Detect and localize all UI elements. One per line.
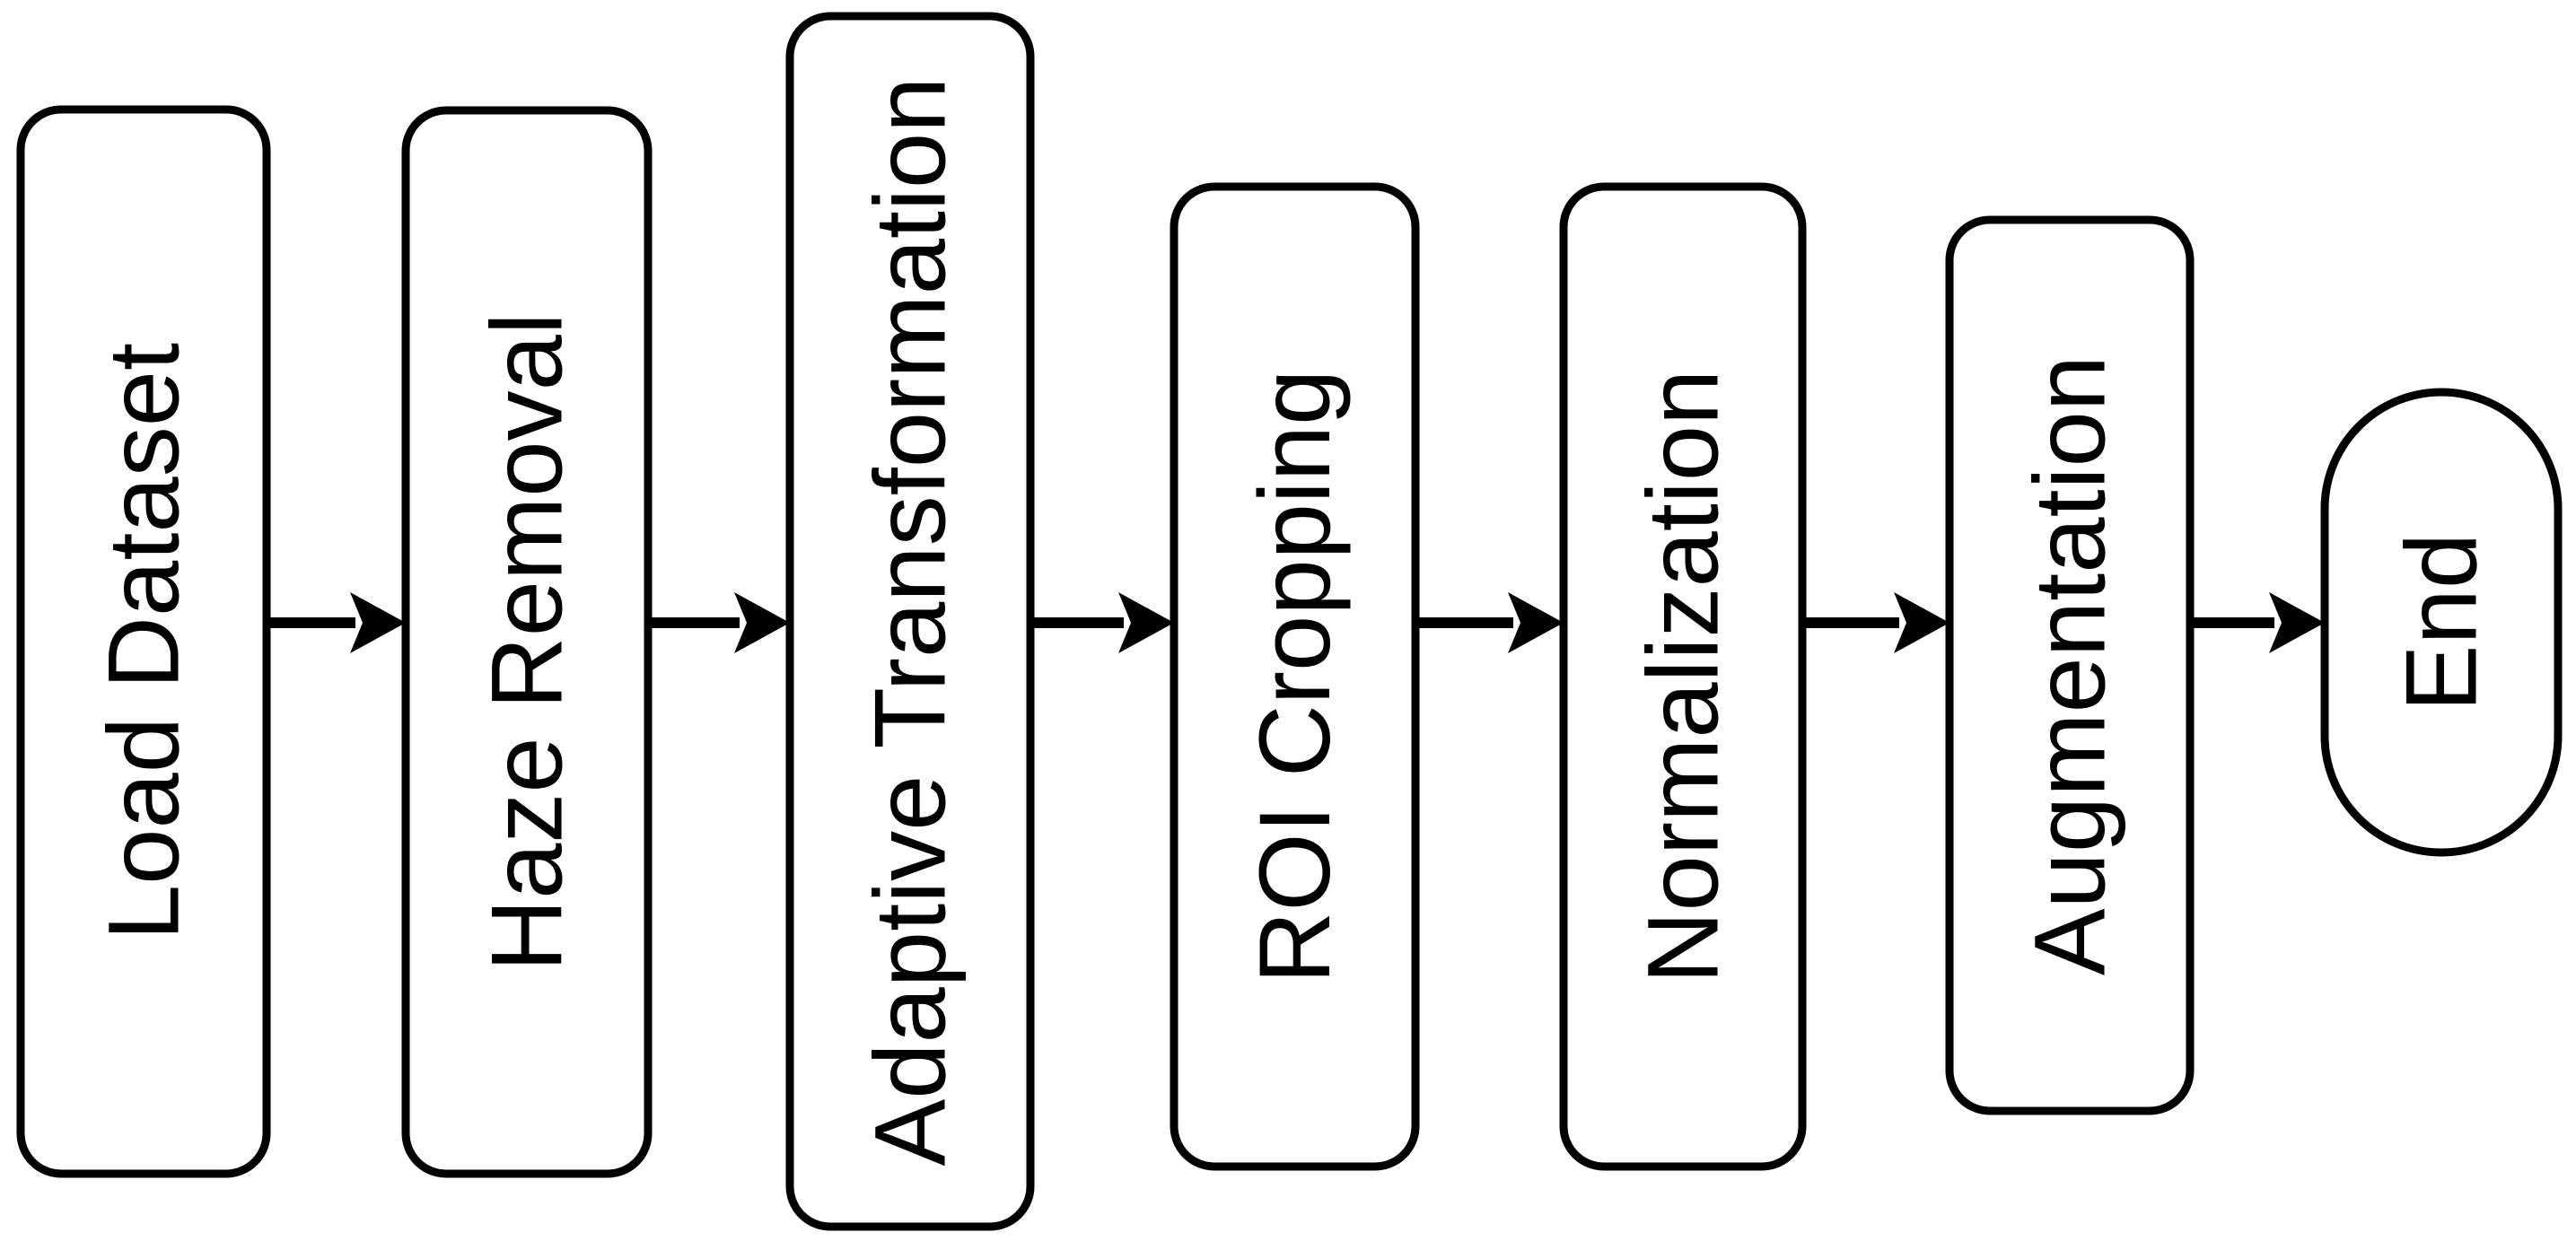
edge-augmentation-to-end bbox=[2190, 592, 2325, 653]
edge-load-dataset-to-haze-removal bbox=[267, 592, 406, 653]
node-haze-removal[interactable]: Haze Removal bbox=[401, 106, 653, 1178]
node-shape-roi-cropping[interactable] bbox=[1170, 182, 1420, 1171]
node-shape-end[interactable] bbox=[2320, 388, 2563, 857]
node-load-dataset[interactable]: Load Dataset bbox=[16, 105, 271, 1178]
node-roi-cropping[interactable]: ROI Cropping bbox=[1170, 182, 1420, 1171]
node-shape-augmentation[interactable] bbox=[1945, 215, 2195, 1115]
edge-arrowhead-icon bbox=[1508, 592, 1564, 653]
nodes-layer: Load Dataset Haze Removal Adaptive Transfo… bbox=[16, 12, 2563, 1231]
node-shape-normalization[interactable] bbox=[1559, 182, 1807, 1171]
node-shape-haze-removal[interactable] bbox=[401, 106, 653, 1178]
node-label-adaptive-transformation: Adaptive Transformation bbox=[854, 77, 967, 1167]
node-label-load-dataset: Load Dataset bbox=[88, 343, 200, 940]
node-adaptive-transformation[interactable]: Adaptive Transformation bbox=[785, 12, 1035, 1231]
edge-haze-removal-to-adaptive-transformation bbox=[648, 592, 790, 653]
edge-arrowhead-icon bbox=[2269, 592, 2325, 653]
edge-arrowhead-icon bbox=[734, 592, 790, 653]
edge-roi-cropping-to-normalization bbox=[1415, 592, 1564, 653]
edge-arrowhead-icon bbox=[1118, 592, 1174, 653]
edge-adaptive-transformation-to-roi-cropping bbox=[1030, 592, 1174, 653]
node-label-augmentation: Augmentation bbox=[2014, 355, 2126, 975]
edge-arrowhead-icon bbox=[1894, 592, 1950, 653]
edge-normalization-to-augmentation bbox=[1802, 592, 1950, 653]
node-label-end: End bbox=[2386, 533, 2498, 712]
node-label-haze-removal: Haze Removal bbox=[471, 312, 583, 972]
node-shape-load-dataset[interactable] bbox=[16, 105, 271, 1178]
node-normalization[interactable]: Normalization bbox=[1559, 182, 1807, 1171]
node-augmentation[interactable]: Augmentation bbox=[1945, 215, 2195, 1115]
node-label-normalization: Normalization bbox=[1627, 370, 1739, 984]
node-end[interactable]: End bbox=[2320, 388, 2563, 857]
node-label-roi-cropping: ROI Cropping bbox=[1239, 370, 1351, 984]
edge-arrowhead-icon bbox=[350, 592, 406, 653]
node-shape-adaptive-transformation[interactable] bbox=[785, 12, 1035, 1231]
edges-layer bbox=[267, 592, 2325, 653]
